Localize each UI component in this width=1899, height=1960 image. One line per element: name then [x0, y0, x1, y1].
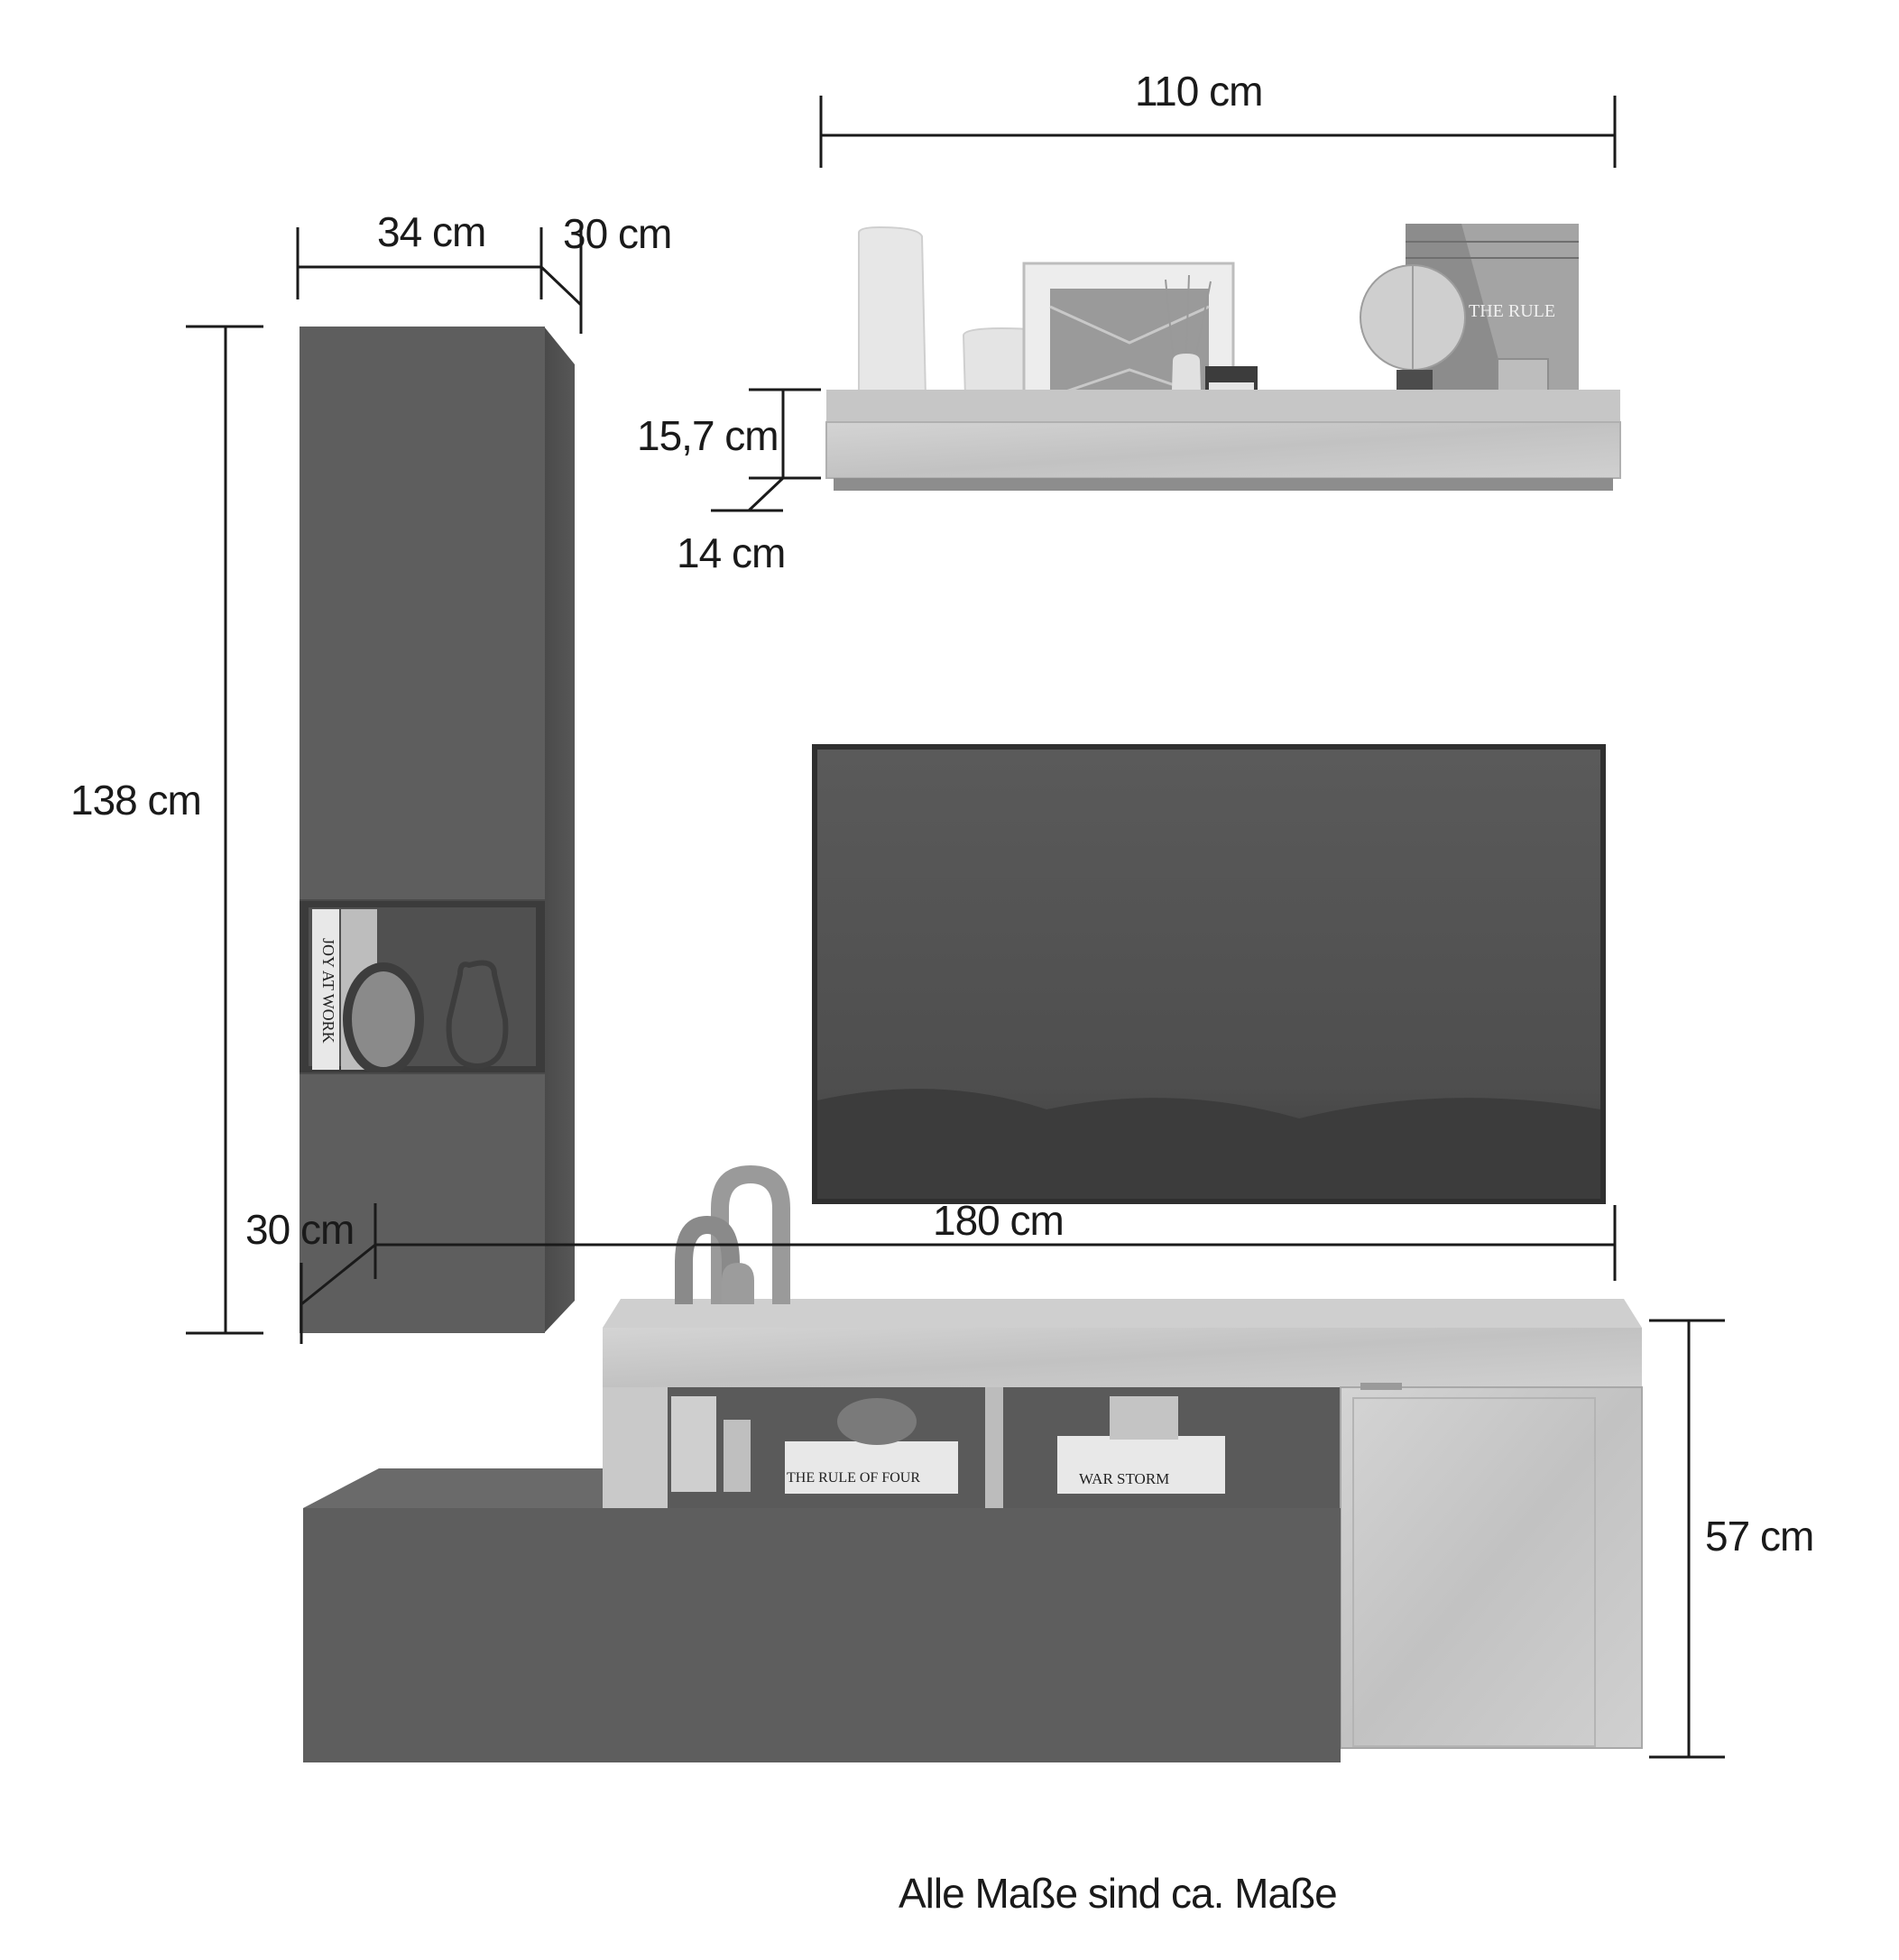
shelf-width-label: 110 cm	[1135, 68, 1263, 115]
lowboard-book-1-spine: THE RULE OF FOUR	[787, 1470, 921, 1486]
tall-cabinet-lower-door	[300, 1073, 545, 1333]
lowboard-lower-front	[303, 1508, 1341, 1762]
lowboard-upper-front	[603, 1328, 1642, 1387]
tall-cabinet-side	[544, 327, 575, 1333]
shelf-depth-label: 14 cm	[677, 529, 786, 576]
lowboard-right-door	[1340, 1386, 1643, 1749]
books-stack-1	[785, 1441, 958, 1494]
tall-cabinet-height-label: 138 cm	[70, 777, 202, 824]
niche-vase-2	[446, 960, 509, 1070]
shelf-front	[825, 421, 1621, 479]
shelf-top	[826, 390, 1620, 422]
lowboard-height-label: 57 cm	[1705, 1513, 1814, 1560]
tall-cabinet	[300, 327, 575, 1333]
lowboard	[303, 1165, 1643, 1762]
cabinet-book-spine: JOY AT WORK	[319, 938, 337, 1044]
door-handle	[1360, 1383, 1402, 1390]
arch-sculpture-3	[722, 1263, 754, 1304]
tall-cabinet-depth-label: 30 cm	[563, 210, 672, 257]
lowboard-top-surface	[603, 1299, 1642, 1328]
books-stack-2	[1057, 1436, 1225, 1494]
shelf-book-cover-text: THE RULE	[1469, 301, 1556, 321]
lowboard-depth-label: 30 cm	[245, 1206, 355, 1253]
dimension-lines	[186, 96, 1725, 1759]
shelf-height-label: 15,7 cm	[637, 412, 779, 459]
lowboard-lower-top	[303, 1468, 603, 1508]
mid-post	[985, 1387, 1003, 1508]
shelf-bottom	[834, 478, 1613, 491]
television	[812, 744, 1606, 1204]
lowboard-book-2-spine: WAR STORM	[1079, 1470, 1170, 1487]
lowboard-width-label: 180 cm	[933, 1197, 1065, 1244]
tall-cabinet-upper-door	[300, 327, 545, 900]
niche-vase-1	[343, 962, 424, 1076]
niche-book	[312, 909, 339, 1070]
wall-shelf	[825, 224, 1621, 491]
footnote: Alle Maße sind ca. Maße	[899, 1870, 1338, 1917]
left-post	[603, 1387, 668, 1508]
tall-cabinet-width-label: 34 cm	[377, 208, 486, 255]
